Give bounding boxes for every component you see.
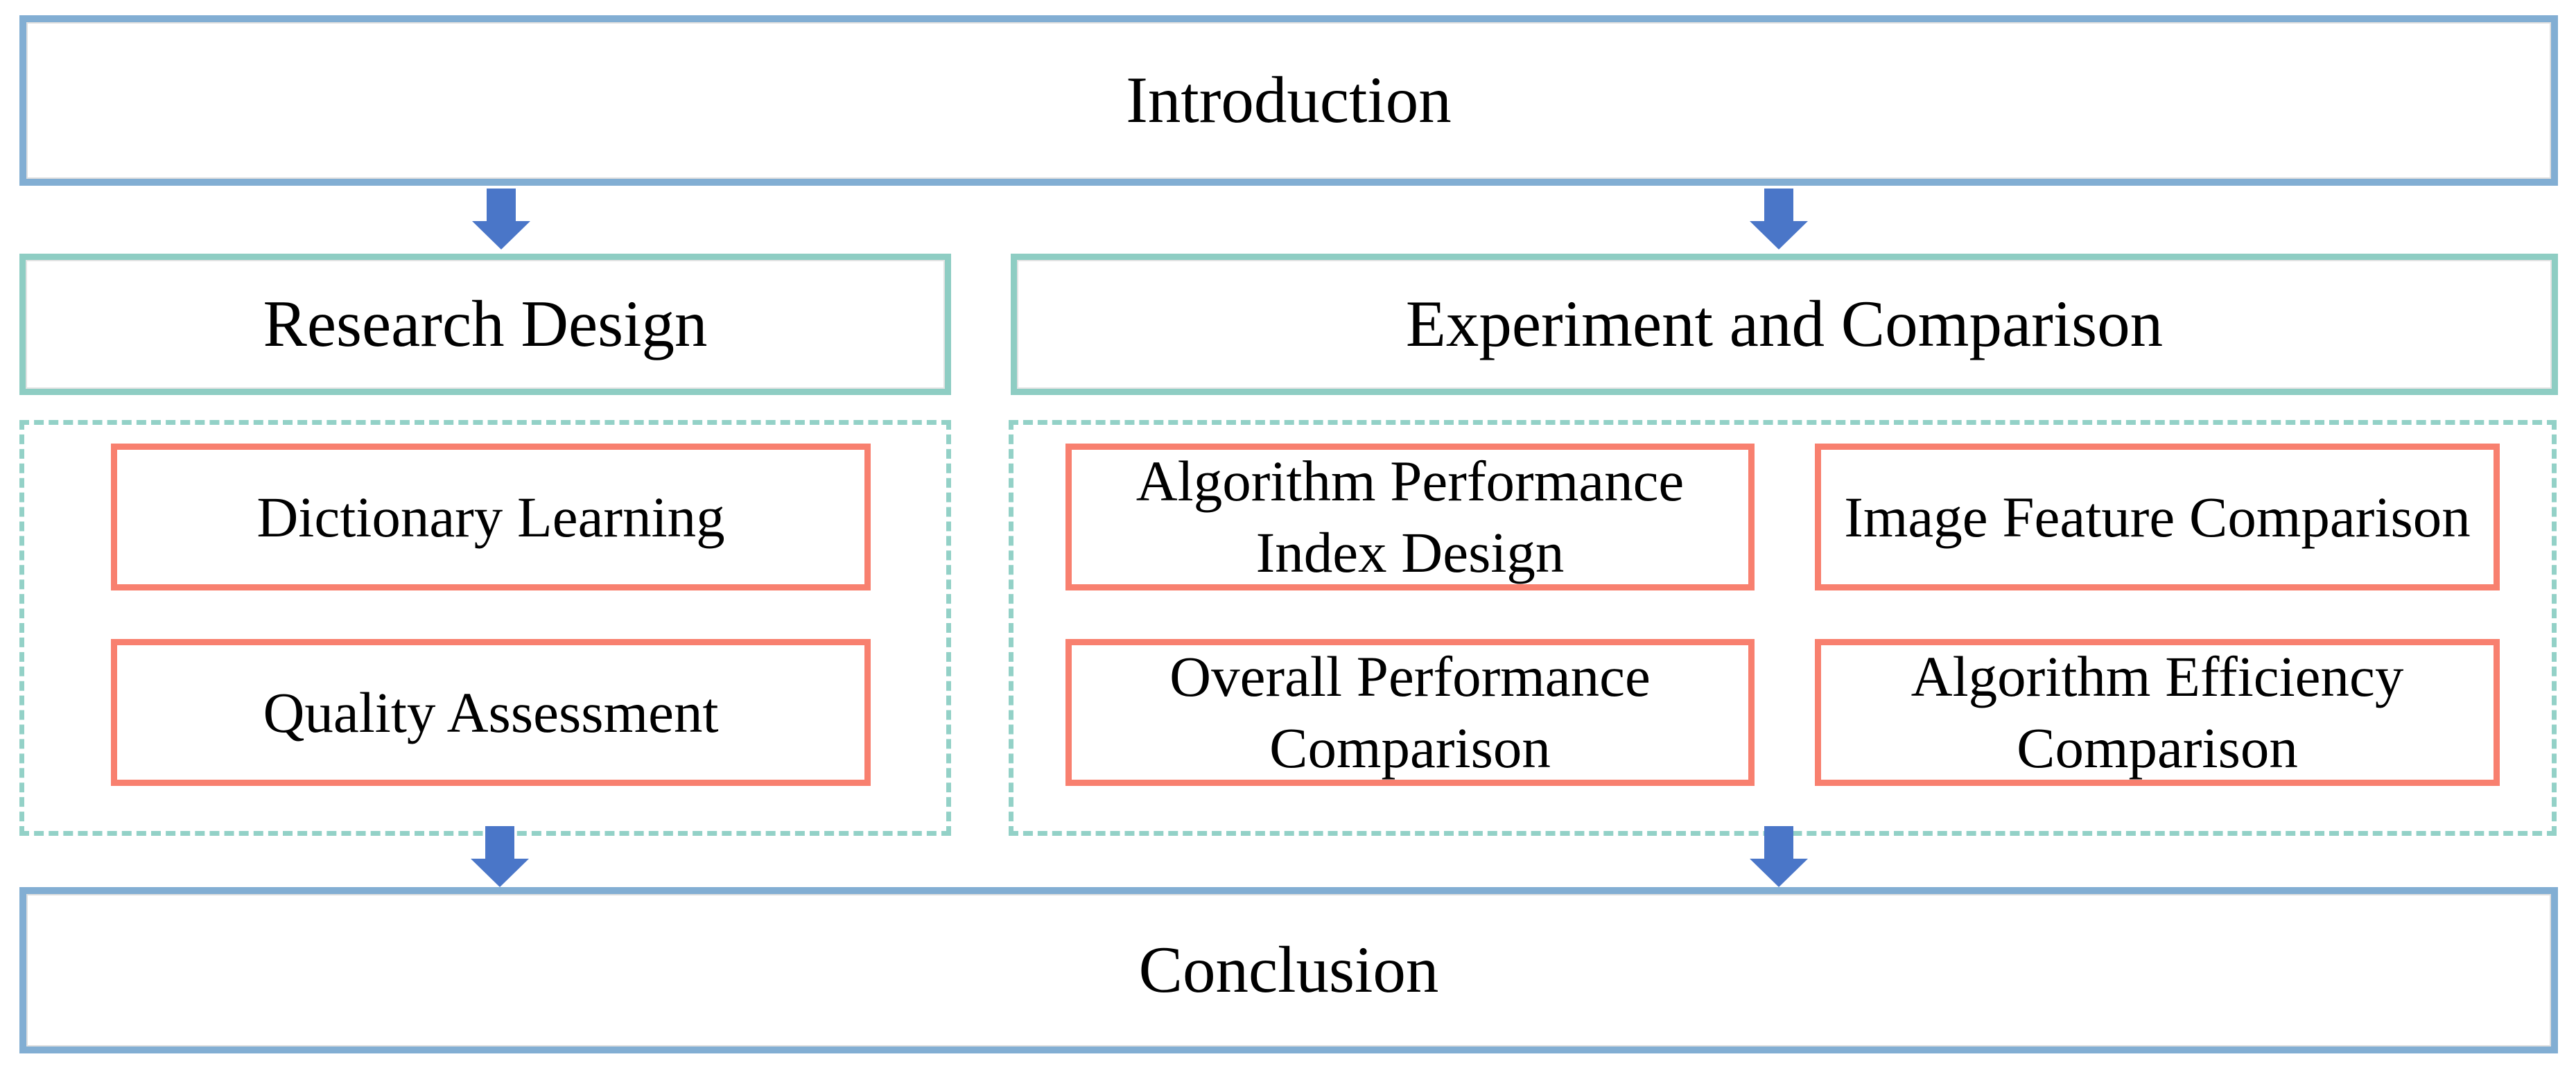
- algorithm-efficiency-comparison-label: Algorithm Efficiency Comparison: [1911, 645, 2404, 780]
- arrow-head: [471, 859, 529, 887]
- arrow-head: [1750, 859, 1808, 887]
- arrow-head: [472, 221, 530, 249]
- research-design-box: Research Design: [19, 254, 951, 395]
- image-feature-comparison-box: Image Feature Comparison: [1815, 444, 2500, 590]
- experiment-comparison-box: Experiment and Comparison: [1011, 254, 2558, 395]
- arrow-stem: [1764, 826, 1793, 859]
- conclusion-box: Conclusion: [19, 887, 2558, 1053]
- quality-assessment-label: Quality Assessment: [263, 680, 719, 744]
- conclusion-label: Conclusion: [1138, 933, 1439, 1007]
- overall-performance-comparison-box: Overall Performance Comparison: [1065, 639, 1755, 786]
- experiment-comparison-label: Experiment and Comparison: [1405, 287, 2164, 361]
- overall-performance-comparison-label: Overall Performance Comparison: [1169, 645, 1651, 780]
- down-arrow-icon: [1750, 189, 1808, 249]
- arrow-head: [1750, 221, 1808, 249]
- image-feature-comparison-label: Image Feature Comparison: [1844, 484, 2471, 549]
- quality-assessment-box: Quality Assessment: [111, 639, 871, 786]
- down-arrow-icon: [471, 826, 529, 887]
- algorithm-efficiency-comparison-box: Algorithm Efficiency Comparison: [1815, 639, 2500, 786]
- down-arrow-icon: [472, 189, 530, 249]
- arrow-stem: [485, 826, 514, 859]
- introduction-box: Introduction: [19, 15, 2558, 186]
- arrow-stem: [1764, 189, 1793, 221]
- dictionary-learning-label: Dictionary Learning: [256, 484, 725, 549]
- algorithm-performance-index-design-label: Algorithm Performance Index Design: [1135, 449, 1685, 584]
- introduction-label: Introduction: [1126, 63, 1452, 137]
- algorithm-performance-index-design-box: Algorithm Performance Index Design: [1065, 444, 1755, 590]
- down-arrow-icon: [1750, 826, 1808, 887]
- research-design-label: Research Design: [263, 287, 708, 361]
- dictionary-learning-box: Dictionary Learning: [111, 444, 871, 590]
- arrow-stem: [487, 189, 516, 221]
